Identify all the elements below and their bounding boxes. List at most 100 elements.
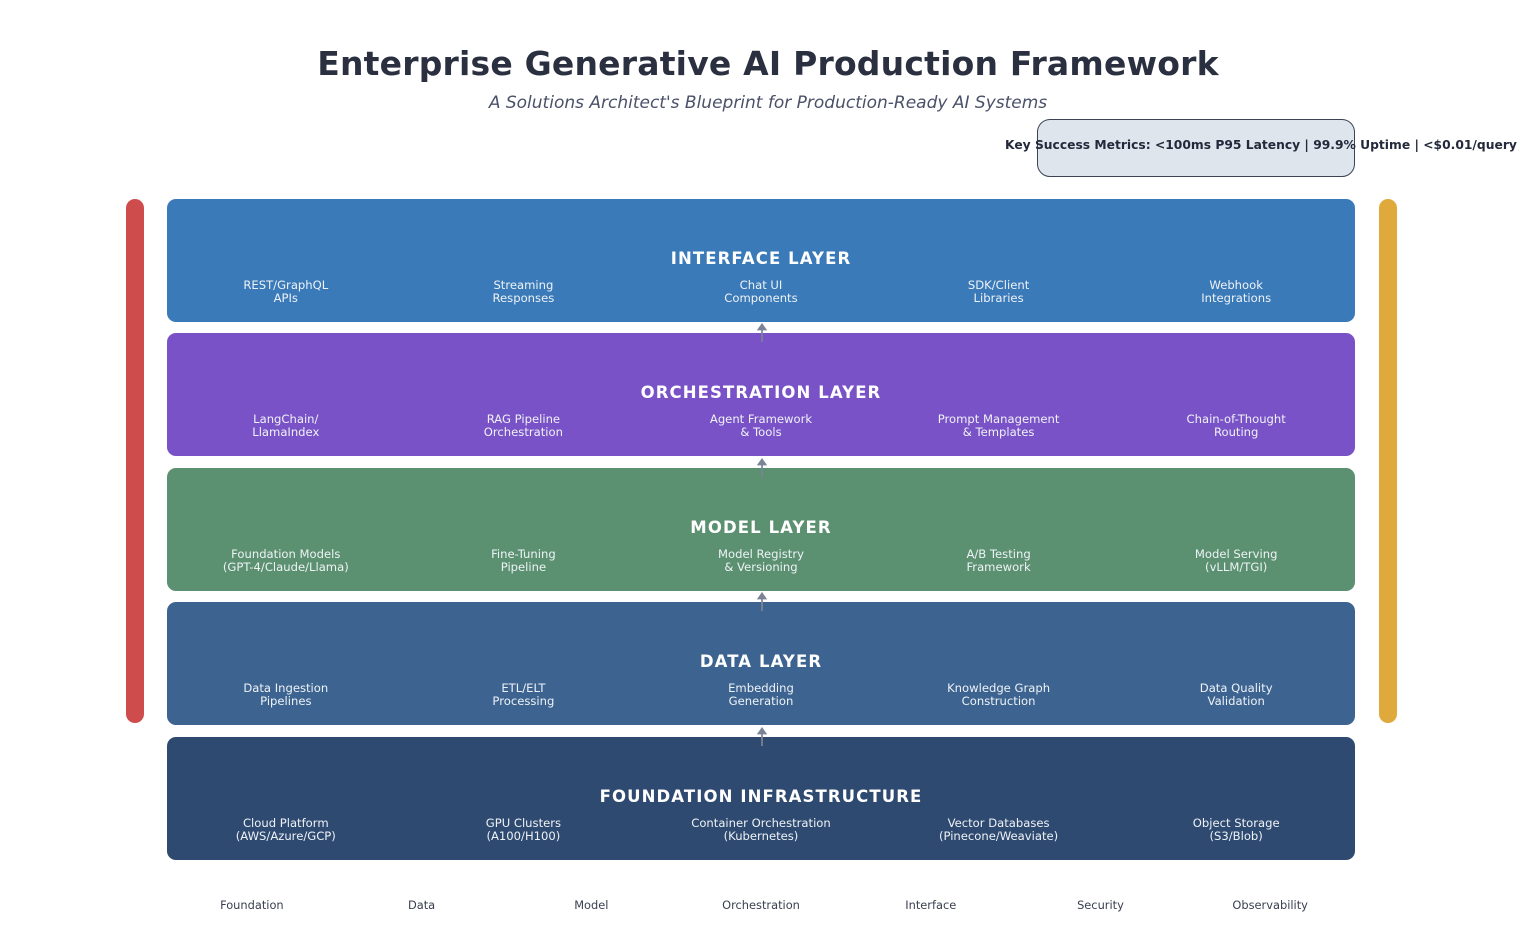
legend: Foundation Data Model Orchestration Inte… xyxy=(167,898,1355,912)
item-line1: RAG Pipeline xyxy=(486,412,561,426)
page-title: Enterprise Generative AI Production Fram… xyxy=(317,44,1219,83)
layer-item: Foundation Models (GPT-4/Claude/Llama) xyxy=(167,547,405,575)
layer-interface[interactable]: INTERFACE LAYER REST/GraphQL APIs Stream… xyxy=(167,199,1355,322)
layer-item: Cloud Platform (AWS/Azure/GCP) xyxy=(167,816,405,844)
item-line2: APIs xyxy=(273,291,298,306)
layer-interface-items: REST/GraphQL APIs Streaming Responses Ch… xyxy=(167,278,1355,306)
item-line2: (AWS/Azure/GCP) xyxy=(235,829,336,844)
item-line1: LangChain/ xyxy=(253,412,319,426)
item-line2: Libraries xyxy=(973,291,1024,306)
item-line2: (Pinecone/Weaviate) xyxy=(938,829,1059,844)
layer-item: Embedding Generation xyxy=(642,681,880,709)
layer-item: Container Orchestration (Kubernetes) xyxy=(642,816,880,844)
item-line1: Fine-Tuning xyxy=(491,547,556,561)
item-line1: Streaming xyxy=(493,278,554,292)
item-line1: Model Registry xyxy=(718,547,804,561)
item-line1: Object Storage xyxy=(1192,816,1280,830)
item-line1: Foundation Models xyxy=(231,547,341,561)
item-line1: SDK/Client xyxy=(967,278,1030,292)
layer-item: Vector Databases (Pinecone/Weaviate) xyxy=(880,816,1118,844)
arrow-up-icon xyxy=(755,591,769,611)
legend-item-orchestration: Orchestration xyxy=(722,898,800,912)
arrow-up-icon xyxy=(755,726,769,746)
arrow-up-icon xyxy=(755,322,769,342)
layer-item: Prompt Management & Templates xyxy=(880,412,1118,440)
item-line2: & Tools xyxy=(740,425,782,440)
legend-item-foundation: Foundation xyxy=(220,898,284,912)
item-line1: Data Quality xyxy=(1199,681,1273,695)
layer-model[interactable]: MODEL LAYER Foundation Models (GPT-4/Cla… xyxy=(167,468,1355,591)
item-line1: REST/GraphQL xyxy=(243,278,329,292)
item-line2: Integrations xyxy=(1201,291,1272,306)
layer-foundation[interactable]: FOUNDATION INFRASTRUCTURE Cloud Platform… xyxy=(167,737,1355,860)
item-line1: Model Serving xyxy=(1194,547,1278,561)
layer-orchestration-title: ORCHESTRATION LAYER xyxy=(640,383,882,402)
layer-foundation-title: FOUNDATION INFRASTRUCTURE xyxy=(599,787,923,806)
item-line2: LlamaIndex xyxy=(252,425,320,440)
item-line2: Processing xyxy=(492,694,555,709)
item-line1: Prompt Management xyxy=(937,412,1060,426)
layer-item: Agent Framework & Tools xyxy=(642,412,880,440)
layer-item: A/B Testing Framework xyxy=(880,547,1118,575)
layer-item: Object Storage (S3/Blob) xyxy=(1117,816,1355,844)
item-line2: Construction xyxy=(961,694,1036,709)
layer-data-title: DATA LAYER xyxy=(699,652,823,671)
item-line2: (A100/H100) xyxy=(486,829,561,844)
item-line1: ETL/ELT xyxy=(501,681,546,695)
legend-item-interface: Interface xyxy=(905,898,957,912)
item-line2: & Versioning xyxy=(724,560,798,575)
item-line2: (Kubernetes) xyxy=(723,829,799,844)
item-line1: Knowledge Graph xyxy=(947,681,1051,695)
item-line1: Webhook xyxy=(1209,278,1263,292)
layer-item: SDK/Client Libraries xyxy=(880,278,1118,306)
item-line2: Validation xyxy=(1207,694,1265,709)
layer-orchestration[interactable]: ORCHESTRATION LAYER LangChain/ LlamaInde… xyxy=(167,333,1355,456)
layer-item: Model Registry & Versioning xyxy=(642,547,880,575)
item-line1: Data Ingestion xyxy=(243,681,329,695)
item-line2: Pipeline xyxy=(500,560,547,575)
page-subtitle: A Solutions Architect's Blueprint for Pr… xyxy=(488,93,1048,113)
layer-item: Streaming Responses xyxy=(405,278,643,306)
layer-model-title: MODEL LAYER xyxy=(690,518,832,537)
item-line2: (GPT-4/Claude/Llama) xyxy=(222,560,349,575)
layer-item: Chat UI Components xyxy=(642,278,880,306)
layer-data-items: Data Ingestion Pipelines ETL/ELT Process… xyxy=(167,681,1355,709)
item-line1: Chat UI xyxy=(739,278,783,292)
legend-item-observability: Observability xyxy=(1232,898,1308,912)
item-line2: (vLLM/TGI) xyxy=(1205,560,1268,575)
layer-orchestration-items: LangChain/ LlamaIndex RAG Pipeline Orche… xyxy=(167,412,1355,440)
layer-item: Data Ingestion Pipelines xyxy=(167,681,405,709)
layer-foundation-items: Cloud Platform (AWS/Azure/GCP) GPU Clust… xyxy=(167,816,1355,844)
item-line2: Responses xyxy=(492,291,555,306)
item-line1: GPU Clusters xyxy=(485,816,562,830)
layer-item: GPU Clusters (A100/H100) xyxy=(405,816,643,844)
layer-item: ETL/ELT Processing xyxy=(405,681,643,709)
layer-item: RAG Pipeline Orchestration xyxy=(405,412,643,440)
layer-interface-title: INTERFACE LAYER xyxy=(670,249,852,268)
layer-item: Knowledge Graph Construction xyxy=(880,681,1118,709)
item-line2: Pipelines xyxy=(260,694,312,709)
item-line1: Embedding xyxy=(728,681,794,695)
legend-item-data: Data xyxy=(407,898,436,912)
item-line1: Agent Framework xyxy=(709,412,813,426)
layer-item: Fine-Tuning Pipeline xyxy=(405,547,643,575)
item-line1: Vector Databases xyxy=(947,816,1050,830)
legend-item-security: Security xyxy=(1077,898,1124,912)
layer-data[interactable]: DATA LAYER Data Ingestion Pipelines ETL/… xyxy=(167,602,1355,725)
layer-item: LangChain/ LlamaIndex xyxy=(167,412,405,440)
security-side-bar xyxy=(126,199,144,723)
layer-item: REST/GraphQL APIs xyxy=(167,278,405,306)
layer-item: Data Quality Validation xyxy=(1117,681,1355,709)
key-metrics-box xyxy=(1037,119,1355,177)
layer-model-items: Foundation Models (GPT-4/Claude/Llama) F… xyxy=(167,547,1355,575)
layer-item: Chain-of-Thought Routing xyxy=(1117,412,1355,440)
legend-item-model: Model xyxy=(574,898,609,912)
key-metrics-text: Key Success Metrics: <100ms P95 Latency … xyxy=(1005,138,1517,152)
item-line1: Container Orchestration xyxy=(691,816,831,830)
item-line2: (S3/Blob) xyxy=(1209,829,1263,844)
item-line2: Orchestration xyxy=(483,425,563,440)
item-line1: Cloud Platform xyxy=(242,816,329,830)
item-line1: A/B Testing xyxy=(966,547,1031,561)
item-line2: Components xyxy=(724,291,798,306)
